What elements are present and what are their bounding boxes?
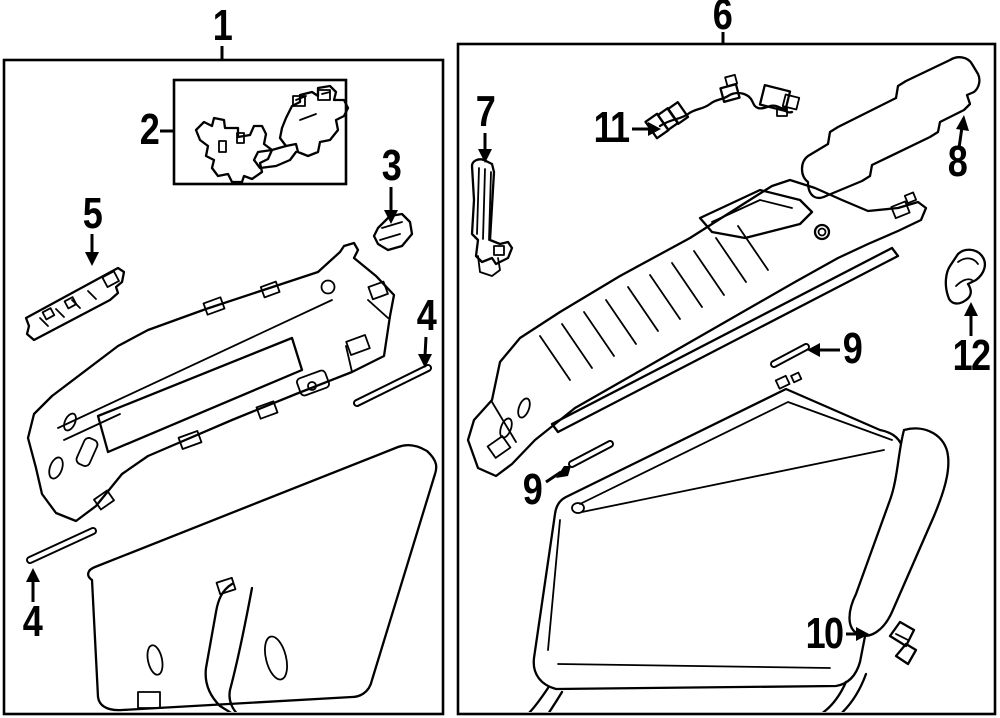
panel-1-label: 1 [212,1,233,50]
callout-9-right-label: 9 [842,324,863,373]
callout-9-left-label: 9 [522,465,543,514]
callout-12-label: 12 [952,331,991,380]
part-4-rod-upper-drawing [353,364,432,407]
callout-5-label: 5 [82,189,103,238]
callout-8-label: 8 [947,137,968,186]
glovebox-lid-drawing [528,371,950,712]
glovebox-housing-assembly-drawing [466,178,928,478]
callout-8-arrow [957,126,964,149]
glovebox-outer-door-drawing [137,576,288,712]
part-11-wire-harness-drawing [644,73,801,140]
part-3-stopper-drawing [372,212,414,252]
callout-2-label: 2 [139,105,160,154]
glovebox-frame-assembly-drawing [26,241,396,523]
part-9-rod-upper-drawing [770,343,810,368]
part-12-clip-drawing [944,248,986,305]
panel-1-border [2,58,445,716]
part-10-clip-drawing [888,620,918,666]
callout-4-right-arrow [423,336,428,357]
callout-7-label: 7 [475,87,496,136]
part-7-stay-drawing [470,158,514,277]
callout-11-label: 11 [593,103,630,152]
callout-10-label: 10 [805,609,844,658]
glovebox-door-panel-drawing [87,443,438,712]
panel-6-label: 6 [712,0,733,39]
panel-6-border [456,42,997,716]
callout-4-right-label: 4 [416,291,437,340]
part-9-rod-lower-drawing [568,440,614,468]
callout-4-left-label: 4 [22,597,43,646]
part-2-latch-hardware-drawing [172,78,350,186]
callout-9-left-arrow [545,470,562,484]
callout-arrows [26,115,978,641]
part-8-pad-drawing [800,56,981,200]
part-5-bracket-drawing [24,266,126,342]
callout-3-label: 3 [381,141,402,190]
part-4-rod-lower-drawing [26,527,97,564]
